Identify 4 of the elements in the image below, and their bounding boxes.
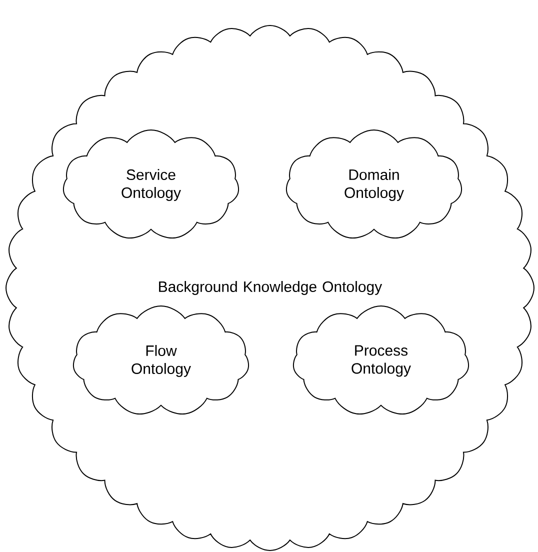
- ontology-cloud: Flow Ontology: [72, 306, 250, 414]
- ontology-cloud: Process Ontology: [292, 306, 470, 414]
- ontology-cloud: Service Ontology: [62, 130, 240, 238]
- ontology-cloud: Domain Ontology: [286, 130, 462, 238]
